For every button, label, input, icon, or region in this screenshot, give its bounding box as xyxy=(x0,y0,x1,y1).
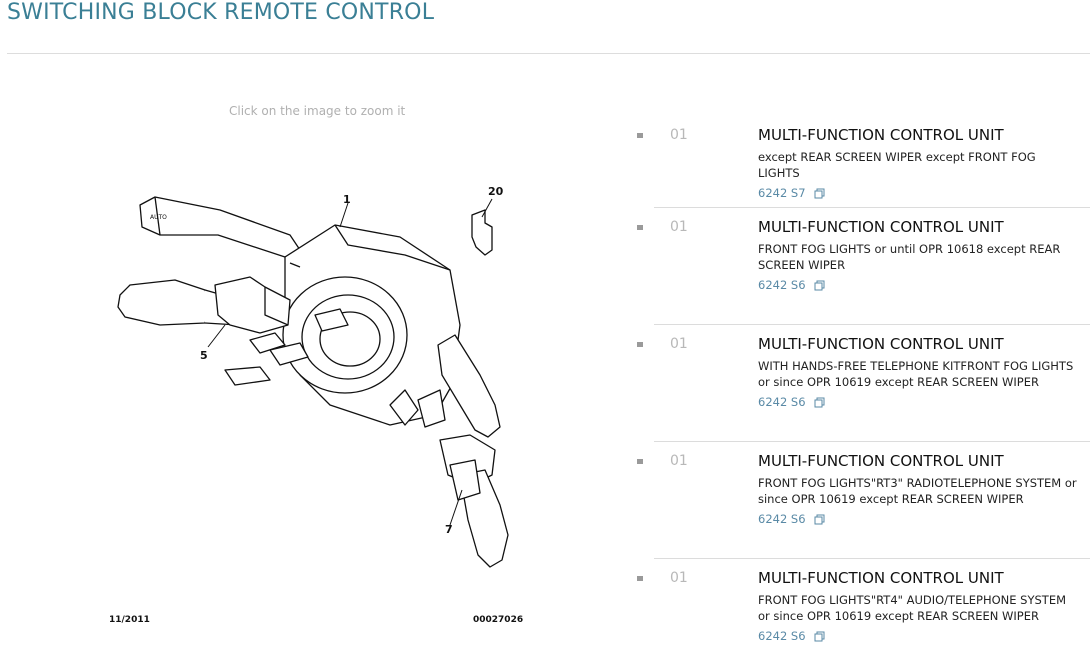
part-row[interactable]: 01 MULTI-FUNCTION CONTROL UNIT WITH HAND… xyxy=(637,325,1090,442)
part-row[interactable]: 01 MULTI-FUNCTION CONTROL UNIT FRONT FOG… xyxy=(637,442,1090,559)
callout-20: 20 xyxy=(488,185,504,198)
stalk-auto-label: AUTO xyxy=(150,214,167,221)
part-ref[interactable]: 6242 S7 xyxy=(758,186,806,200)
diagram-code: 00027026 xyxy=(473,615,524,625)
zoom-hint: Click on the image to zoom it xyxy=(229,104,406,118)
part-name: MULTI-FUNCTION CONTROL UNIT xyxy=(758,218,1004,236)
callout-1: 1 xyxy=(343,193,351,206)
part-name: MULTI-FUNCTION CONTROL UNIT xyxy=(758,452,1004,470)
exploded-diagram[interactable]: 1 20 5 7 AUTO xyxy=(100,175,540,595)
part-name: MULTI-FUNCTION CONTROL UNIT xyxy=(758,335,1004,353)
copy-icon[interactable] xyxy=(814,280,825,291)
bullet-icon xyxy=(637,576,643,581)
part-desc: FRONT FOG LIGHTS"RT4" AUDIO/TELEPHONE SY… xyxy=(758,593,1067,623)
diagram-date: 11/2011 xyxy=(109,615,150,625)
part-row[interactable]: 01 MULTI-FUNCTION CONTROL UNIT FRONT FOG… xyxy=(637,208,1090,325)
part-desc: except REAR SCREEN WIPER except FRONT FO… xyxy=(758,150,1036,180)
copy-icon[interactable] xyxy=(814,397,825,408)
part-desc: FRONT FOG LIGHTS"RT3" RADIOTELEPHONE SYS… xyxy=(758,476,1077,506)
part-desc: FRONT FOG LIGHTS or until OPR 10618 exce… xyxy=(758,242,1061,272)
part-ref[interactable]: 6242 S6 xyxy=(758,629,806,643)
title-divider xyxy=(7,53,1090,54)
part-qty: 01 xyxy=(670,127,688,143)
part-qty: 01 xyxy=(670,570,688,586)
bullet-icon xyxy=(637,342,643,347)
part-ref[interactable]: 6242 S6 xyxy=(758,512,806,526)
parts-list: 01 MULTI-FUNCTION CONTROL UNIT except RE… xyxy=(630,116,1090,659)
part-ref[interactable]: 6242 S6 xyxy=(758,395,806,409)
callout-5: 5 xyxy=(200,349,208,362)
bullet-icon xyxy=(637,133,643,138)
part-qty: 01 xyxy=(670,336,688,352)
part-row[interactable]: 01 MULTI-FUNCTION CONTROL UNIT except RE… xyxy=(637,116,1090,208)
part-ref[interactable]: 6242 S6 xyxy=(758,278,806,292)
bullet-icon xyxy=(637,459,643,464)
part-qty: 01 xyxy=(670,453,688,469)
part-name: MULTI-FUNCTION CONTROL UNIT xyxy=(758,569,1004,587)
bullet-icon xyxy=(637,225,643,230)
copy-icon[interactable] xyxy=(814,514,825,525)
part-row[interactable]: 01 MULTI-FUNCTION CONTROL UNIT FRONT FOG… xyxy=(637,559,1090,659)
copy-icon[interactable] xyxy=(814,188,825,199)
callout-7: 7 xyxy=(445,523,453,536)
page-title: SWITCHING BLOCK REMOTE CONTROL xyxy=(7,0,435,25)
part-desc: WITH HANDS-FREE TELEPHONE KITFRONT FOG L… xyxy=(758,359,1074,389)
part-qty: 01 xyxy=(670,219,688,235)
part-name: MULTI-FUNCTION CONTROL UNIT xyxy=(758,126,1004,144)
copy-icon[interactable] xyxy=(814,631,825,642)
